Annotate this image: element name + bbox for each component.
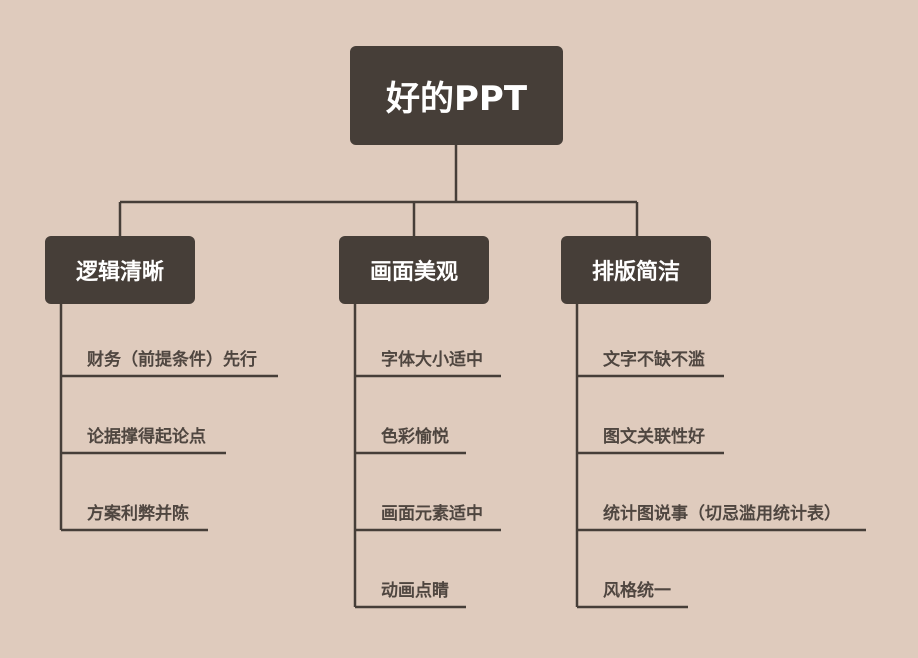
leaf-item: 画面元素适中 [381,504,483,524]
category-node-logic: 逻辑清晰 [45,236,195,304]
leaf-item: 文字不缺不滥 [603,350,705,370]
root-node: 好的PPT [350,46,563,145]
leaf-item: 色彩愉悦 [381,427,449,447]
category-node-visual: 画面美观 [339,236,489,304]
leaf-item: 风格统一 [603,581,671,601]
leaf-item: 统计图说事（切忌滥用统计表） [603,504,841,524]
leaf-item: 字体大小适中 [381,350,483,370]
leaf-item: 财务（前提条件）先行 [87,350,257,370]
category-node-layout: 排版简洁 [561,236,711,304]
leaf-item: 动画点睛 [381,581,449,601]
leaf-item: 图文关联性好 [603,427,705,447]
leaf-item: 论据撑得起论点 [87,427,206,447]
leaf-item: 方案利弊并陈 [87,504,189,524]
